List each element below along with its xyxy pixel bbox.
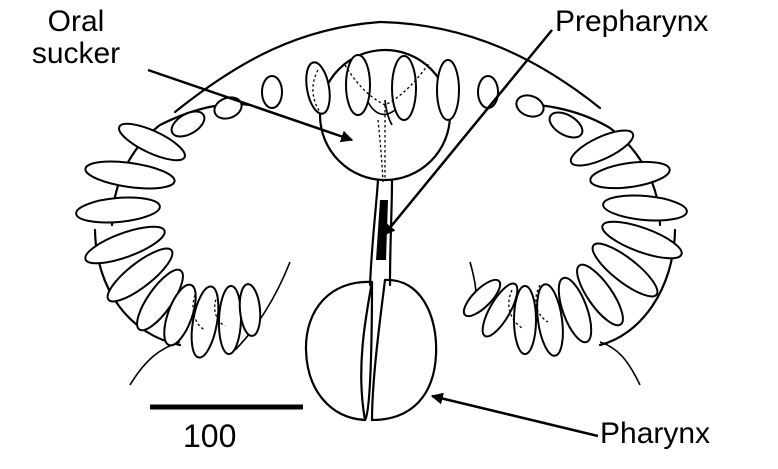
collar-spines-left: [75, 76, 282, 360]
scale-bar-label: 100: [183, 420, 236, 452]
oral-sucker: [303, 50, 459, 182]
prepharynx: [370, 180, 392, 285]
oral-sucker-label: Oral sucker: [2, 6, 150, 70]
pharynx-arrow: [432, 396, 598, 436]
collar-spines-right: [459, 76, 688, 357]
prepharynx-label: Prepharynx: [555, 6, 708, 38]
pharynx: [306, 280, 436, 420]
pharynx-label: Pharynx: [600, 418, 710, 450]
oral-sucker-label-line1: Oral: [2, 6, 150, 38]
oral-sucker-label-line2: sucker: [2, 38, 150, 70]
